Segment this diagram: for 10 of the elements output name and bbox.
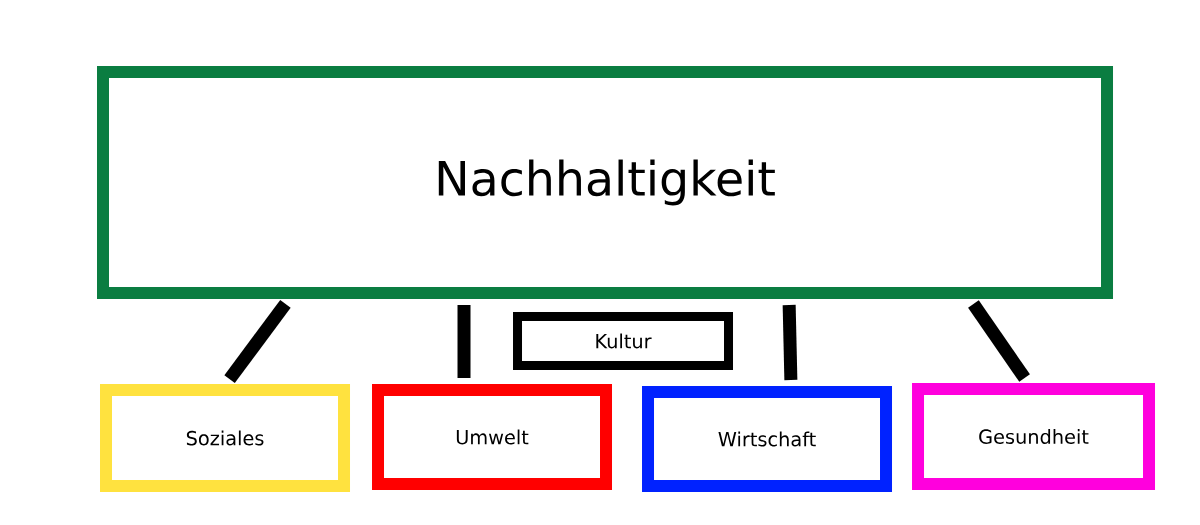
category-box: Wirtschaft <box>642 386 892 492</box>
category-box: Soziales <box>100 384 350 492</box>
connector-line <box>224 299 291 384</box>
connector-line <box>968 300 1030 382</box>
category-box: Gesundheit <box>912 383 1155 490</box>
label-box: Kultur <box>513 312 733 370</box>
heading-box: Nachhaltigkeit <box>97 66 1113 299</box>
connector-line <box>782 304 798 381</box>
category-box: Umwelt <box>372 384 612 490</box>
connector-line <box>457 305 471 378</box>
